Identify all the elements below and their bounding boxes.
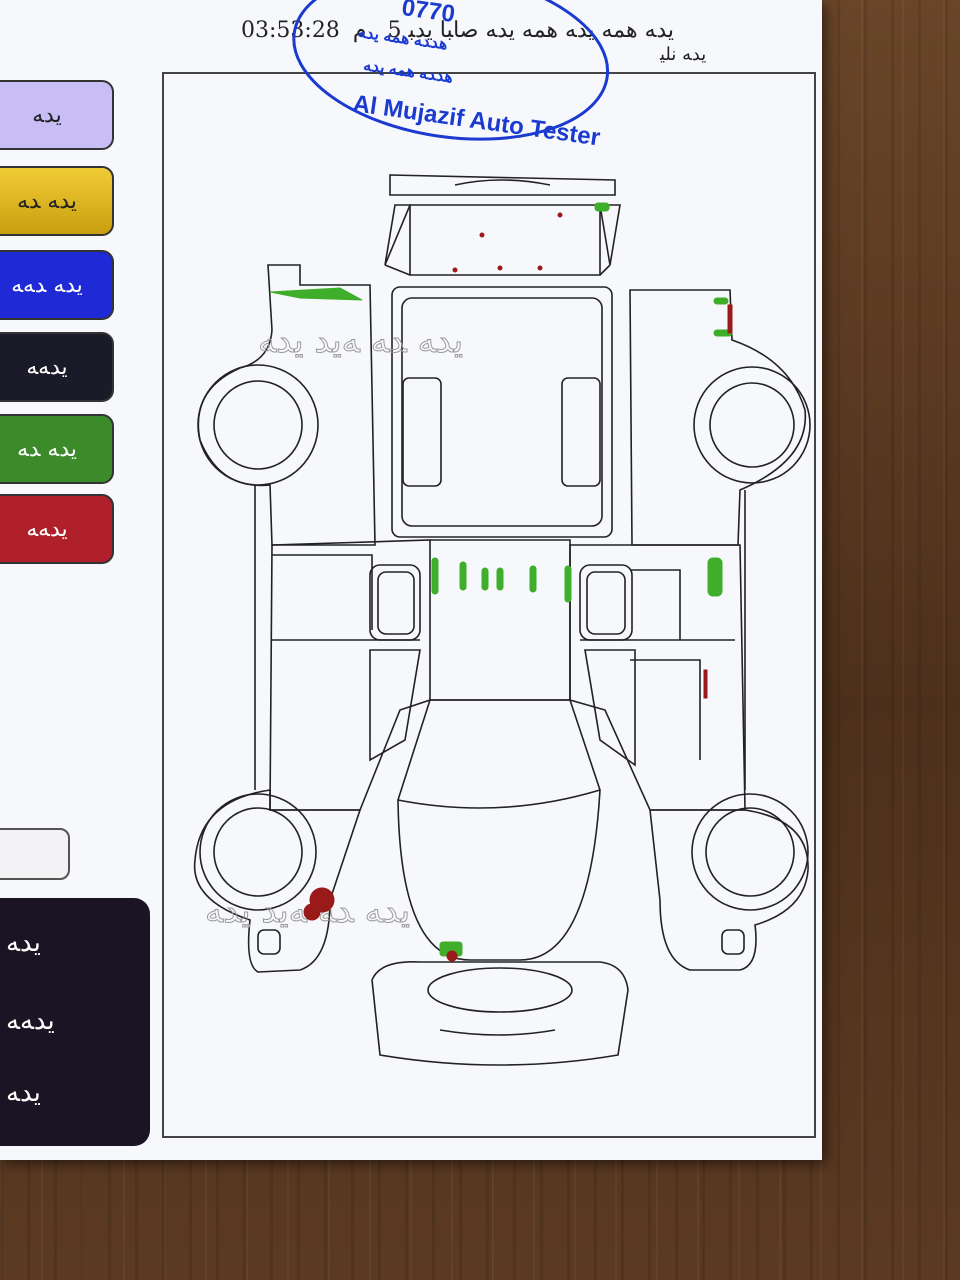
paint-marks bbox=[269, 202, 733, 957]
header-time: 03:53:28 bbox=[241, 18, 340, 43]
diagram-frame bbox=[162, 72, 816, 1138]
company-stamp: Al Mujazif Auto Tester ﮬﺪﺪﻪ ﮬﻤﻪ ﯾﺪﻪ ﮬﺪﺪﻪ… bbox=[292, 0, 610, 151]
damage-marks bbox=[303, 212, 733, 962]
stamp-company-name: Al Mujazif Auto Tester bbox=[351, 90, 602, 151]
legend-item-5[interactable]: ﯾﺪﻪﻪ bbox=[0, 494, 114, 564]
legend-label: ﯾﺪﻪﻪ bbox=[26, 354, 68, 380]
header-right-label: ﯾﺪﻪ ﻧﻠﯿ bbox=[660, 44, 707, 65]
dark-panel-item: ﯾﺪﻪﻪ bbox=[6, 1006, 55, 1036]
watermark-top: ﯾﺪﻪ ﺪﻪ ﻪﯾﺪ ﯾﺪﻪ bbox=[258, 321, 463, 361]
legend-label: ﯾﺪﻪ bbox=[32, 102, 62, 128]
stamp-line-1: ﮬﺪﺪﻪ ﮬﻤﻪ ﯾﺪﻪ bbox=[362, 57, 454, 86]
legend-item-4[interactable]: ﯾﺪﻪ ﺪﻪ bbox=[0, 414, 114, 484]
blank-button[interactable] bbox=[0, 828, 70, 880]
legend-label: ﯾﺪﻪﻪ bbox=[26, 516, 68, 542]
legend-item-3[interactable]: ﯾﺪﻪﻪ bbox=[0, 332, 114, 402]
legend-item-2[interactable]: ﯾﺪﻪ ﺪﻪﻪ bbox=[0, 250, 114, 320]
legend-item-0[interactable]: ﯾﺪﻪ bbox=[0, 80, 114, 150]
legend-label: ﯾﺪﻪ ﺪﻪ bbox=[17, 188, 77, 214]
stamp-line-2: ﮬﺪﺪﻪ ﮬﻤﻪ ﯾﺪﻪ bbox=[357, 24, 449, 53]
header-number: 5 bbox=[387, 18, 402, 43]
car-diagram: ﯾﺪﻪ ﺪﻪ ﻪﯾﺪ ﯾﺪﻪ ﯾﺪﻪ ﺪﻪ ﻪﯾﺪ ﯾﺪﻪ bbox=[193, 0, 811, 1066]
dark-info-panel: ﯾﺪﻪ ﯾﺪﻪﻪ ﯾﺪﻪ bbox=[0, 898, 150, 1146]
stamp-phone: 0770 bbox=[400, 0, 457, 28]
legend-label: ﯾﺪﻪ ﺪﻪﻪ bbox=[11, 272, 83, 298]
legend-label: ﯾﺪﻪ ﺪﻪ bbox=[17, 436, 77, 462]
dark-panel-item: ﯾﺪﻪ bbox=[6, 1078, 41, 1108]
header-line: ﯾﺪﻪ ﮬﻤﻪ ﯾﺪﻪ ﮬﻤﻪ ﯾﺪﻪ ﺻﺎﺒﺎ ﯾﺪﺒ 5 م 03:53:2… bbox=[235, 18, 815, 43]
header-period: م bbox=[352, 18, 367, 43]
header-script: ﯾﺪﻪ ﮬﻤﻪ ﯾﺪﻪ ﮬﻤﻪ ﯾﺪﻪ ﺻﺎﺒﺎ ﯾﺪﺒ bbox=[408, 18, 675, 43]
legend-item-1[interactable]: ﯾﺪﻪ ﺪﻪ bbox=[0, 166, 114, 236]
inspection-sheet: ﯾﺪﻪ ﮬﻤﻪ ﯾﺪﻪ ﮬﻤﻪ ﯾﺪﻪ ﺻﺎﺒﺎ ﯾﺪﺒ 5 م 03:53:2… bbox=[0, 0, 822, 1160]
dark-panel-item: ﯾﺪﻪ bbox=[6, 928, 41, 958]
